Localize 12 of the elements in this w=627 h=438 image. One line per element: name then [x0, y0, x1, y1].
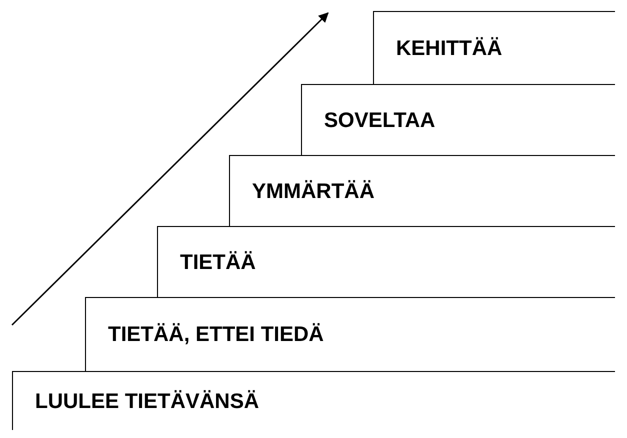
stair-step	[85, 297, 615, 371]
step-label: LUULEE TIETÄVÄNSÄ	[35, 390, 260, 414]
step-label: TIETÄÄ	[180, 250, 256, 274]
stair-step	[301, 84, 615, 155]
stair-step	[229, 155, 615, 226]
step-label: YMMÄRTÄÄ	[252, 180, 374, 204]
step-label: SOVELTAA	[324, 108, 436, 132]
stair-step	[12, 371, 615, 430]
stair-step	[373, 11, 615, 84]
step-label: TIETÄÄ, ETTEI TIEDÄ	[108, 323, 324, 347]
step-label: KEHITTÄÄ	[396, 36, 502, 60]
stair-step	[157, 226, 615, 297]
